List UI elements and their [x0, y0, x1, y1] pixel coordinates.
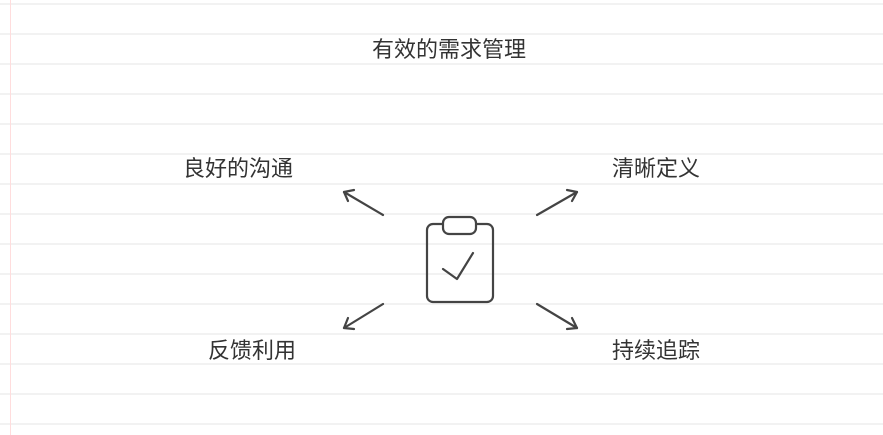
label-good-communication: 良好的沟通: [183, 157, 294, 182]
arrow-bottom-left-icon: [342, 302, 385, 331]
arrow-top-left-icon: [342, 188, 385, 217]
arrow-bottom-right-icon: [535, 302, 579, 331]
label-continuous-tracking: 持续追踪: [612, 339, 701, 364]
margin-line: [10, 0, 11, 435]
arrow-top-right-icon: [535, 188, 579, 217]
diagram-title: 有效的需求管理: [372, 38, 527, 63]
clipboard-check-icon: [425, 215, 495, 304]
label-clear-definition: 清晰定义: [612, 157, 701, 182]
label-feedback-use: 反馈利用: [208, 339, 297, 364]
